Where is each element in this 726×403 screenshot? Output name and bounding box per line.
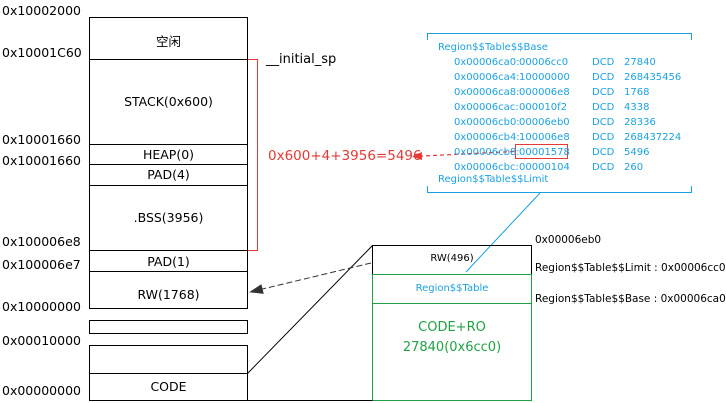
dump-dcd: DCD <box>592 162 615 173</box>
dump-val: 100006e8 <box>519 132 570 143</box>
red-arrow <box>412 150 515 161</box>
dump-val: 00000104 <box>519 162 570 173</box>
dump-dcd: DCD <box>592 57 615 68</box>
dump-addr: 0x00006ca4: <box>454 72 520 83</box>
region-table-footer: Region$$Table$$Limit <box>438 174 549 185</box>
dump-addr: 0x00006ca0: <box>454 57 520 68</box>
dump-dec: 260 <box>624 162 644 173</box>
dump-dec: 4338 <box>624 102 650 113</box>
flash-top-addr: 0x00006eb0 <box>535 234 602 246</box>
dump-dcd: DCD <box>592 132 615 143</box>
diagram-graphics <box>89 17 692 401</box>
dump-dcd: DCD <box>592 147 615 158</box>
dump-val-highlighted: 00001578 <box>519 147 570 158</box>
dump-addr: 0x00006cac: <box>454 102 519 113</box>
addr-label: 0x10001C60 <box>2 45 82 60</box>
addr-label: 0x10001660 <box>2 153 81 168</box>
flash-code-ro-label: CODE+RO <box>418 320 486 335</box>
region-table-box <box>427 33 692 273</box>
memory-column <box>89 17 248 401</box>
dump-addr: 0x00006ca8: <box>454 87 520 98</box>
addr-label: 0x00010000 <box>2 333 81 348</box>
flash-rw-label: RW(496) <box>430 253 474 264</box>
addr-label: 0x10000000 <box>2 299 81 314</box>
dump-dec: 27840 <box>624 57 656 68</box>
red-bracket <box>248 59 258 251</box>
dump-dec: 268437224 <box>624 132 682 143</box>
addr-label: 0x00000000 <box>2 383 81 398</box>
formula-label: 0x600+4+3956=5496 <box>268 148 422 164</box>
dump-addr: 0x00006cb8: <box>454 147 520 158</box>
segment-stack: STACK(0x600) <box>124 94 213 109</box>
dump-dcd: DCD <box>592 72 615 83</box>
dump-dec: 1768 <box>624 87 650 98</box>
flash-region-table-label: Region$$Table <box>415 283 489 294</box>
dump-addr: 0x00006cbc: <box>454 162 519 173</box>
region-table-header: Region$$Table$$Base <box>438 42 548 53</box>
region-table-rows: 0x00006ca0: 00006cc0 DCD 27840 0x00006ca… <box>454 55 694 175</box>
segment-code: CODE <box>150 379 187 394</box>
segment-idle: 空闲 <box>155 34 181 49</box>
highlight-box <box>515 144 568 159</box>
flash-code-ro-size: 27840(0x6cc0) <box>402 340 502 355</box>
segment-pad4: PAD(4) <box>147 167 190 182</box>
addr-label: 0x100006e7 <box>2 257 81 272</box>
initial-sp-label: __initial_sp <box>266 52 337 67</box>
segment-rw: RW(1768) <box>137 287 200 302</box>
dump-dec: 268435456 <box>624 72 682 83</box>
dump-val: 00006cc0 <box>519 57 569 68</box>
region-table-limit-label: Region$$Table$$Limit : 0x00006cc0 <box>535 262 726 274</box>
dump-dec: 5496 <box>624 147 650 158</box>
dump-dec: 28336 <box>624 117 656 128</box>
addr-label: 0x10002000 <box>2 3 81 18</box>
addr-label: 0x10001660 <box>2 132 81 147</box>
segment-heap: HEAP(0) <box>142 147 195 162</box>
dump-dcd: DCD <box>592 102 615 113</box>
rw-copy-arrow <box>249 262 372 294</box>
dump-val: 10000000 <box>519 72 570 83</box>
dump-dcd: DCD <box>592 87 615 98</box>
dump-val: 000010f2 <box>519 102 568 113</box>
segment-bss: .BSS(3956) <box>133 210 204 225</box>
dump-dcd: DCD <box>592 117 615 128</box>
segment-pad1: PAD(1) <box>147 254 190 269</box>
dump-addr: 0x00006cb0: <box>454 117 520 128</box>
dump-addr: 0x00006cb4: <box>454 132 520 143</box>
dump-val: 000006e8 <box>519 87 570 98</box>
dump-val: 00006eb0 <box>519 117 570 128</box>
region-table-base-label: Region$$Table$$Base : 0x00006ca0 <box>535 293 726 305</box>
addr-label: 0x100006e8 <box>2 234 81 249</box>
